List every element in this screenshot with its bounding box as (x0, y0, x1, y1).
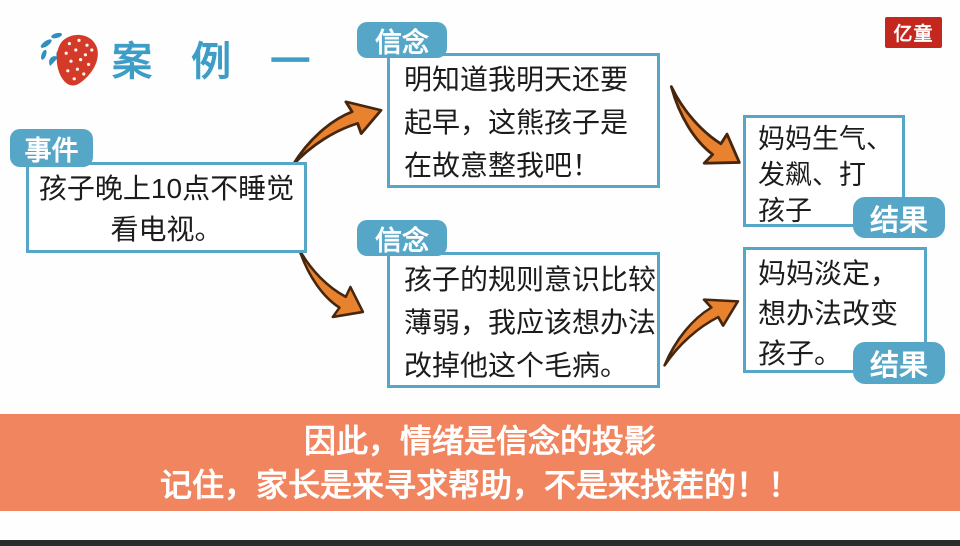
bottom-strip (0, 540, 960, 546)
belief-2-box: 孩子的规则意识比较 薄弱，我应该想办法 改掉他这个毛病。 (387, 252, 660, 388)
belief-2-line: 改掉他这个毛病。 (404, 350, 629, 381)
result-2-tag-label: 结果 (869, 350, 928, 382)
banner-line-2: 记住，家长是来寻求帮助，不是来找茬的！！ (159, 466, 800, 503)
event-line: 孩子晚上10点不睡觉 (38, 173, 295, 204)
belief-1-tag-label: 信念 (375, 27, 429, 58)
conclusion-banner: 因此，情绪是信念的投影 记住，家长是来寻求帮助，不是来找茬的！！ (0, 414, 960, 511)
logo-text: 亿童 (893, 24, 934, 45)
belief-2-tag: 信念 (357, 220, 447, 256)
banner-line-1: 因此，情绪是信念的投影 (303, 422, 656, 459)
result-1-tag: 结果 (853, 197, 945, 238)
result-1-line: 孩子 (758, 196, 812, 226)
arrow-belief-1-to-result-1-icon (643, 83, 760, 184)
title-text: 案 例 一 (112, 40, 325, 84)
belief-1-line: 明知道我明天还要 (404, 64, 629, 95)
result-2-line: 想办法改变 (758, 298, 899, 329)
result-1-line: 发飙、打 (758, 160, 866, 190)
arrow-event-to-belief-2-icon (279, 247, 377, 333)
yitong-brand-logo: 亿童 (885, 17, 942, 48)
arrow-event-to-belief-1-icon (281, 89, 390, 167)
event-box: 孩子晚上10点不睡觉 看电视。 (26, 162, 307, 253)
belief-1-tag: 信念 (357, 22, 447, 58)
belief-2-line: 孩子的规则意识比较 (404, 264, 657, 295)
result-2-tag: 结果 (853, 342, 945, 384)
event-line: 看电视。 (110, 214, 223, 245)
event-tag-label: 事件 (24, 135, 79, 166)
result-1-tag-label: 结果 (869, 204, 928, 237)
strawberry-icon (40, 32, 98, 86)
belief-1-line: 起早，这熊孩子是 (404, 107, 629, 138)
event-tag: 事件 (10, 129, 93, 167)
result-1-box: 妈妈生气、 发飙、打 孩子 (743, 115, 905, 227)
page-title: 案 例 一 (36, 26, 324, 90)
belief-2-tag-label: 信念 (375, 225, 429, 256)
belief-1-line: 在故意整我吧！ (404, 150, 601, 181)
result-1-line: 妈妈生气、 (758, 124, 893, 154)
result-2-line: 妈妈淡定， (758, 258, 899, 289)
result-2-line: 孩子。 (758, 338, 843, 369)
belief-1-box: 明知道我明天还要 起早，这熊孩子是 在故意整我吧！ (387, 53, 660, 188)
belief-2-line: 薄弱，我应该想办法 (404, 307, 657, 338)
